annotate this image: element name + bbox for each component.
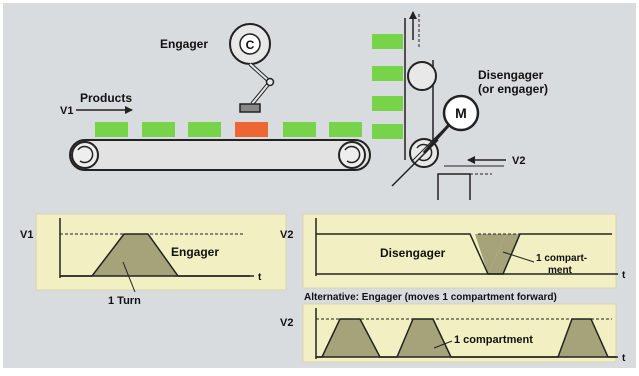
v1-label: V1 — [60, 105, 73, 117]
engaged-product-box — [235, 122, 268, 137]
graph-alternative-y-label: V2 — [280, 317, 293, 329]
compartment-outline — [437, 173, 471, 200]
alt-profile-1 — [322, 319, 380, 357]
upper-roller — [407, 61, 437, 91]
graph-alternative-annotation: 1 compartment — [454, 334, 533, 346]
stack-box — [372, 124, 403, 139]
disengager-mechanism: M V2 Disengager (or engager) — [372, 11, 548, 200]
products-label: Products — [80, 91, 132, 105]
alt-compartment-pointer — [433, 340, 453, 349]
graph-engager: V1 t Engager 1 Turn — [20, 213, 287, 307]
engager-head — [239, 103, 261, 113]
graph-disengager-annotation-2: ment — [548, 265, 573, 276]
conveyor: V1 Products — [60, 91, 371, 171]
graph-engager-y-label: V1 — [20, 229, 33, 241]
graph-disengager-x-label: t — [622, 270, 626, 281]
graph-disengager-panel — [302, 213, 617, 289]
engager-symbol: C — [246, 38, 255, 52]
graph-engager-x-label: t — [258, 272, 262, 283]
product-box — [283, 122, 316, 137]
graph-disengager: V2 t Disengager 1 compart- ment — [280, 213, 626, 289]
alt-engager-curve — [316, 318, 616, 358]
one-turn-pointer — [122, 261, 136, 293]
graph-disengager-annotation-1: 1 compart- — [536, 253, 587, 264]
graph-engager-curve-label: Engager — [171, 245, 219, 259]
stack-box — [372, 66, 403, 81]
product-box — [142, 122, 175, 137]
alt-profile-3 — [558, 319, 608, 357]
product-box — [188, 122, 221, 137]
engager-hub — [239, 33, 261, 55]
graph-engager-annotation: 1 Turn — [108, 295, 141, 307]
disengager-sublabel: (or engager) — [478, 82, 548, 96]
v2-label: V2 — [512, 155, 525, 167]
engager-velocity-profile — [92, 234, 178, 276]
compartment-pointer — [502, 251, 535, 263]
product-box — [95, 122, 128, 137]
disengager-label: Disengager — [478, 68, 544, 82]
motor — [442, 94, 480, 132]
graph-disengager-y-label: V2 — [280, 229, 293, 241]
conveyor-left-roller — [71, 141, 99, 169]
disengager-velocity-dip — [488, 234, 520, 274]
conveyor-belt — [69, 139, 371, 171]
conveyor-right-roller — [338, 141, 366, 169]
engager-mechanism: Engager C — [160, 23, 275, 113]
chute-line — [391, 139, 439, 187]
engager-joint — [265, 77, 275, 87]
graph-disengager-curve-label: Disengager — [380, 246, 446, 260]
motor-label: M — [455, 105, 467, 121]
stack-box — [372, 96, 403, 111]
product-box — [329, 122, 362, 137]
alternative-caption: Alternative: Engager (moves 1 compartmen… — [304, 292, 557, 303]
stack-box — [372, 34, 403, 49]
graph-alternative-x-label: t — [622, 353, 626, 364]
graph-alternative-engager: V2 t 1 compartment — [280, 303, 626, 364]
engager-label: Engager — [160, 37, 208, 51]
